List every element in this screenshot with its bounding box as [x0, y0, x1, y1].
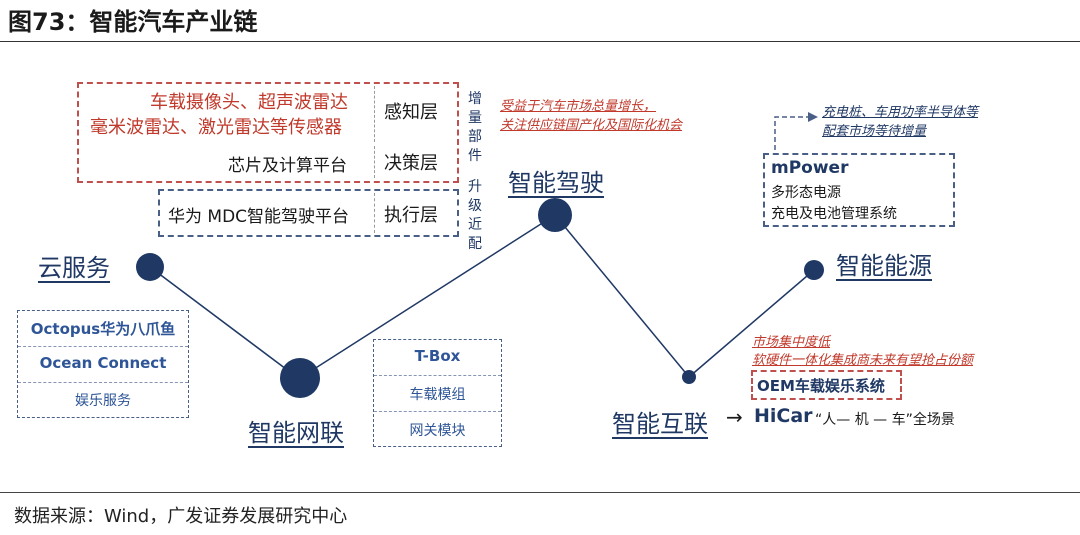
perception-divider: [374, 86, 375, 142]
network-dot: [280, 358, 320, 398]
network-list-item: 车载模组: [409, 387, 466, 403]
hicar-desc: “人— 机 — 车”全场景: [815, 412, 955, 428]
network-list-item: 网关模块: [409, 423, 466, 439]
energy-note-arrowhead: [808, 112, 818, 122]
cloud-list-sep: [18, 346, 188, 347]
energy-box-title: mPower: [771, 158, 849, 178]
line-interconnect-energy: [688, 269, 815, 378]
cloud-dot: [136, 253, 164, 281]
cloud-list-item: Octopus华为八爪鱼: [30, 320, 176, 338]
title-divider: [0, 41, 1080, 42]
hicar-arrow-icon: →: [726, 405, 743, 429]
energy-note-line1: 充电桩、车用功率半导体等: [822, 105, 979, 120]
energy-note-arrow: [774, 116, 808, 150]
driving-note-line2: 关注供应链国产化及国际化机会: [500, 118, 683, 133]
cloud-list-box: Octopus华为八爪鱼 Ocean Connect 娱乐服务: [17, 310, 189, 418]
node-network-label: 智能网联: [248, 419, 344, 447]
energy-dot: [804, 260, 824, 280]
perception-text-line1: 车载摄像头、超声波雷达: [150, 92, 348, 113]
decision-layer-label: 决策层: [384, 153, 438, 174]
node-interconnect-label: 智能互联: [612, 410, 708, 438]
oem-box-text: OEM车载娱乐系统: [757, 377, 885, 395]
line-cloud-network: [149, 266, 299, 379]
source-divider: [0, 492, 1080, 493]
source-text: 数据来源：Wind，广发证券发展研究中心: [14, 506, 348, 527]
node-driving-label: 智能驾驶: [508, 169, 604, 197]
side-label-upgrade: 升级近配: [468, 179, 482, 252]
side-label-increase: 增量部件: [468, 91, 482, 164]
interconnect-note-line1: 市场集中度低: [752, 335, 831, 350]
cloud-list-sep: [18, 382, 188, 383]
driving-note-line1: 受益于汽车市场总量增长，: [500, 99, 657, 114]
driving-increment-box: [77, 82, 459, 183]
node-energy-label: 智能能源: [836, 252, 932, 280]
energy-box-line2: 充电及电池管理系统: [771, 206, 897, 222]
execution-box: [158, 189, 459, 237]
driving-dot: [538, 198, 572, 232]
node-cloud-label: 云服务: [38, 254, 110, 282]
line-driving-interconnect: [554, 214, 690, 378]
interconnect-note-line2: 软硬件一体化集成商未来有望抢占份额: [752, 353, 974, 368]
hicar-name: HiCar: [754, 405, 813, 427]
interconnect-dot: [682, 370, 696, 384]
energy-box: [763, 153, 955, 227]
oem-box: [751, 370, 902, 400]
decision-text: 芯片及计算平台: [228, 156, 347, 176]
energy-note-line2: 配套市场等待增量: [822, 124, 927, 139]
perception-layer-label: 感知层: [384, 102, 438, 123]
execution-layer-label: 执行层: [384, 205, 438, 226]
perception-text-line2: 毫米波雷达、激光雷达等传感器: [90, 117, 342, 138]
cloud-list-item: Ocean Connect: [39, 354, 167, 372]
network-list-sep: [374, 375, 501, 376]
cloud-list-item: 娱乐服务: [75, 393, 131, 409]
network-list-item: T-Box: [414, 347, 461, 365]
energy-box-line1: 多形态电源: [771, 185, 841, 201]
network-list-sep: [374, 411, 501, 412]
decision-divider: [374, 146, 375, 178]
execution-text: 华为 MDC智能驾驶平台: [168, 207, 350, 227]
page-title: 图73：智能汽车产业链: [8, 8, 258, 36]
network-list-box: T-Box 车载模组 网关模块: [373, 339, 502, 447]
execution-divider: [374, 193, 375, 233]
line-network-driving: [299, 214, 556, 379]
